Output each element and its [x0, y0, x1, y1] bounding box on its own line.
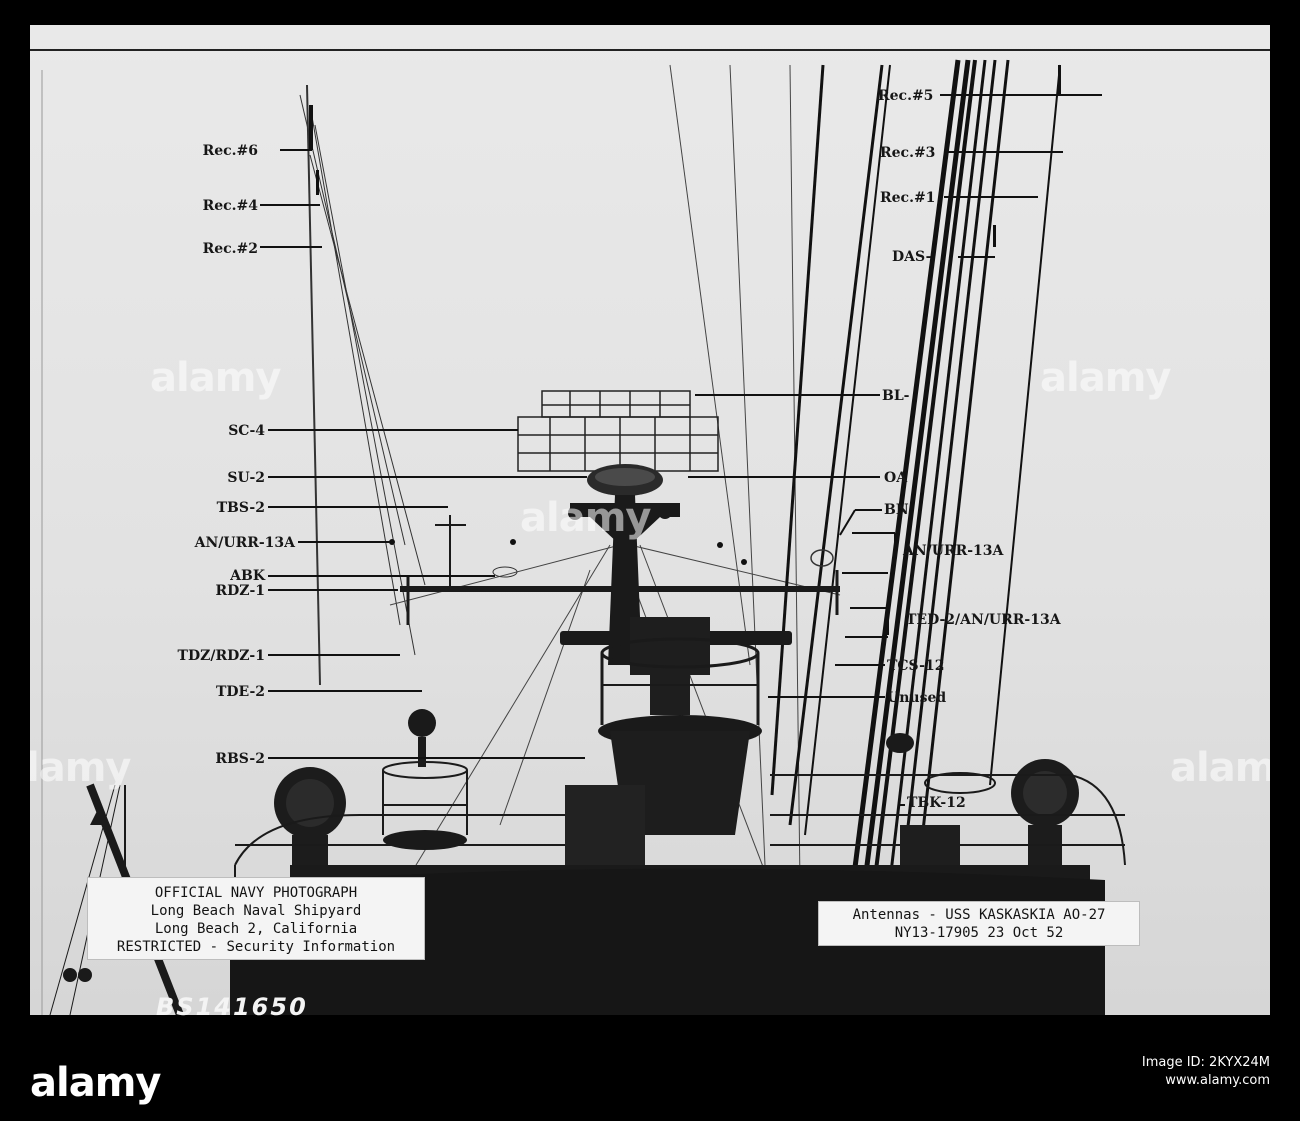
label-rec5: Rec.#5 [878, 88, 934, 104]
label-bl: BL- [882, 388, 910, 404]
caption-right-line-1: Antennas - USS KASKASKIA AO-27 [852, 907, 1106, 923]
caption-card-right: Antennas - USS KASKASKIA AO-27 NY13-1790… [818, 901, 1140, 946]
caption-left-line-3: Long Beach 2, California [154, 921, 358, 937]
watermark: alamy [1040, 355, 1171, 401]
radar-sc4 [517, 416, 719, 472]
negative-number: BS141650 [156, 993, 308, 1021]
label-rdz1: RDZ-1 [215, 583, 265, 599]
insulators [309, 65, 1061, 565]
caption-left-line-2: Long Beach Naval Shipyard [150, 903, 362, 919]
label-rec1: Rec.#1 [880, 190, 936, 206]
footer-site: www.alamy.com [1165, 1073, 1270, 1088]
footer-image-id: Image ID: 2KYX24M [1141, 1055, 1270, 1070]
label-unused: Unused [887, 690, 947, 706]
caption-left-line-1: OFFICIAL NAVY PHOTOGRAPH [154, 885, 358, 901]
label-tbs2: TBS-2 [216, 500, 265, 516]
label-tdz-rdz1: TDZ/RDZ-1 [177, 648, 265, 664]
caption-card-left: OFFICIAL NAVY PHOTOGRAPH Long Beach Nava… [87, 877, 425, 960]
lookout-platform [600, 637, 760, 725]
caption-left-line-4: RESTRICTED - Security Information [116, 939, 396, 955]
yard-arm [400, 586, 840, 592]
watermark: alamy [1170, 745, 1270, 791]
watermark: alamy [30, 745, 131, 791]
stock-footer-bar [0, 1043, 1300, 1121]
label-tbk12: TBK-12 [907, 795, 966, 811]
label-oa: OA [884, 470, 908, 486]
label-rbs2: RBS-2 [215, 751, 265, 767]
label-rec6: Rec.#6 [202, 143, 258, 159]
searchlight-small [408, 709, 436, 737]
label-su2: SU-2 [227, 470, 265, 486]
watermark: alamy [150, 355, 281, 401]
label-tdd2-an-urr-13a: TED-2/AN/URR-13A [906, 612, 1061, 628]
leader-lines-left [260, 149, 587, 759]
label-rec3: Rec.#3 [880, 145, 936, 161]
radar-bl [541, 390, 691, 418]
alamy-logo: alamy [30, 1060, 161, 1106]
label-abk: ABK [230, 568, 265, 584]
label-rec2: Rec.#2 [202, 241, 258, 257]
label-rec4: Rec.#4 [202, 198, 258, 214]
label-sc4: SC-4 [228, 423, 265, 439]
label-bn: BN [884, 502, 909, 518]
left-railing [382, 761, 468, 835]
label-tcs12: TCS-12 [887, 658, 945, 674]
label-tde2: TDE-2 [215, 684, 265, 700]
label-das: DAS- [892, 249, 932, 265]
navy-photograph: Rec.#6 Rec.#4 Rec.#2 SC-4 SU-2 TBS-2 AN/… [30, 25, 1270, 1015]
label-an-urr-13a-right: AN/URR-13A [903, 543, 1004, 559]
footer-image-info: Image ID: 2KYX24M www.alamy.com [1142, 1054, 1270, 1090]
watermark: alamy [520, 495, 651, 541]
leader-lines-right [688, 94, 1102, 806]
label-an-urr-13a-left: AN/URR-13A [194, 535, 295, 551]
caption-right-line-2: NY13-17905 23 Oct 52 [894, 925, 1064, 941]
